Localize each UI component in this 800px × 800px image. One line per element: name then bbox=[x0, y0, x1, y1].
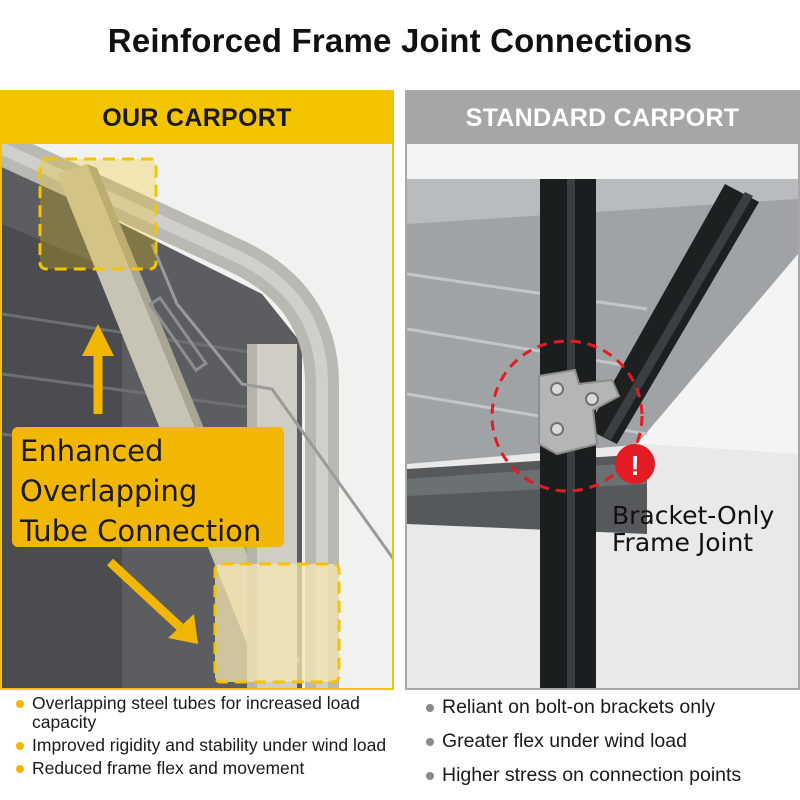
callout-line: Frame Joint bbox=[612, 528, 754, 557]
list-item: Greater flex under wind load bbox=[424, 730, 794, 752]
callout-line: Tube Connection bbox=[20, 514, 262, 548]
page-title: Reinforced Frame Joint Connections bbox=[107, 22, 693, 59]
standard-carport-header: STANDARD CARPORT bbox=[407, 92, 798, 144]
bullet-dot-icon bbox=[426, 738, 434, 746]
our-carport-joint-photo bbox=[2, 144, 392, 688]
overlapping-tube-callout: Enhanced Overlapping Tube Connection bbox=[12, 427, 284, 548]
list-item: Reliant on bolt-on brackets only bbox=[424, 696, 794, 718]
standard-carport-joint-photo: ! bbox=[407, 144, 798, 688]
bullet-dot-icon bbox=[16, 700, 24, 708]
list-item: Higher stress on connection points bbox=[424, 764, 794, 786]
standard-carport-drawbacks-list: Reliant on bolt-on brackets only Greater… bbox=[424, 690, 794, 786]
our-carport-header: OUR CARPORT bbox=[2, 92, 392, 144]
bracket-only-callout: Bracket-Only Frame Joint bbox=[612, 502, 797, 556]
callout-line: Bracket-Only bbox=[612, 501, 775, 530]
list-item: Reduced frame flex and movement bbox=[14, 759, 394, 778]
our-carport-benefits-list: Overlapping steel tubes for increased lo… bbox=[14, 690, 394, 778]
our-carport-panel: OUR CARPORT En bbox=[0, 90, 394, 690]
list-item: Overlapping steel tubes for increased lo… bbox=[14, 694, 394, 732]
bullet-dot-icon bbox=[16, 742, 24, 750]
bullet-dot-icon bbox=[426, 772, 434, 780]
bullet-dot-icon bbox=[426, 704, 434, 712]
callout-line: Overlapping bbox=[20, 474, 198, 508]
standard-carport-panel: STANDARD CARPORT ! Bracket-Onl bbox=[405, 90, 800, 690]
callout-line: Enhanced bbox=[20, 434, 164, 468]
warning-icon: ! bbox=[630, 450, 639, 481]
list-item: Improved rigidity and stability under wi… bbox=[14, 736, 394, 755]
bullet-dot-icon bbox=[16, 765, 24, 773]
